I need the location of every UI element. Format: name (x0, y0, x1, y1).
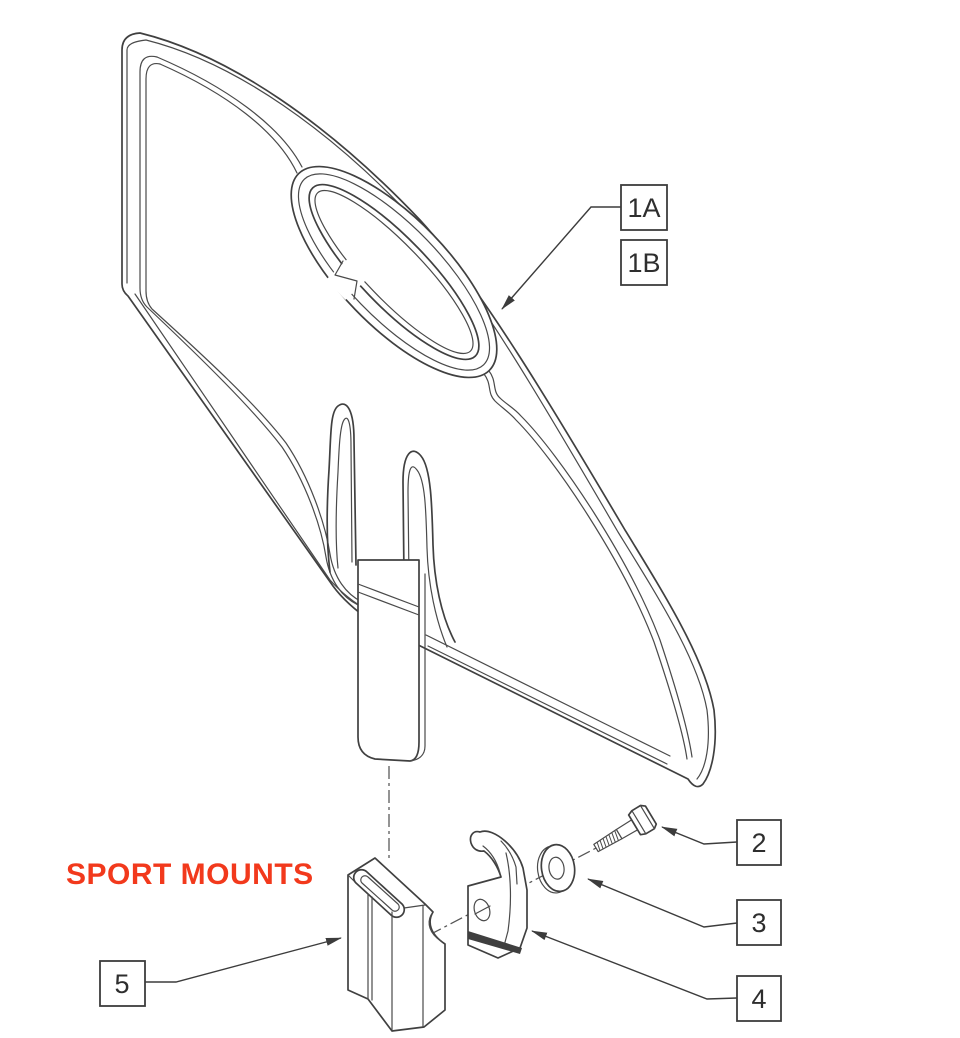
hook-slots (326, 403, 456, 648)
panel-bottom-band-1 (425, 634, 671, 757)
block-slot-inner (360, 875, 400, 912)
panel-lip-left-2 (145, 62, 363, 603)
clamp-hole-axis-tick (474, 905, 491, 915)
oval-insert-inner (314, 189, 474, 355)
callout-1a-leader (501, 206, 621, 310)
panel-lip-left-1 (139, 55, 359, 606)
mounting-stem (357, 559, 426, 762)
side-guard-panel-drawing (121, 32, 717, 788)
stem-joint-line-2 (357, 591, 420, 616)
oval-cutout (290, 165, 498, 379)
callout-4-label: 4 (751, 984, 766, 1014)
panel-lip-right-1 (488, 370, 693, 758)
hex-bolt (593, 804, 658, 853)
callouts: 1A 1B 2 3 4 5 (99, 184, 782, 1022)
block-slot-outer (352, 868, 406, 919)
panel-lip-top-1 (156, 56, 303, 168)
bolt-head (627, 804, 658, 836)
callout-1a-label: 1A (627, 193, 660, 223)
callout-2-box (736, 819, 782, 866)
block-top-front-edge-right (403, 904, 426, 909)
callout-5-label: 5 (114, 969, 129, 999)
section-heading: SPORT MOUNTS (66, 858, 314, 891)
callout-1a-box (620, 184, 668, 231)
saddle-clamp (467, 830, 528, 959)
panel-bottom-band-2 (427, 645, 668, 765)
left-hook-outer (326, 403, 357, 573)
clamp-crest-inner (500, 840, 518, 885)
callout-2-label: 2 (751, 828, 766, 858)
mount-block (347, 857, 446, 1032)
bolt-head-facet-1 (631, 810, 647, 835)
block-scoop-inner (428, 914, 442, 942)
washer-hole (548, 856, 565, 880)
clamp-beak-inner (482, 845, 501, 874)
callout-2-leader (661, 826, 738, 845)
callout-1b-label: 1B (627, 248, 660, 278)
right-hook-outer (402, 450, 456, 643)
callout-3-box (736, 899, 782, 946)
callout-1b-box (620, 239, 668, 286)
clamp-outline (467, 830, 528, 959)
callout-3-label: 3 (751, 908, 766, 938)
flat-washer (536, 843, 576, 894)
bolt-threads (596, 830, 619, 852)
clamp-front-right-edge (503, 852, 512, 947)
callout-4-leader (531, 930, 738, 1000)
callout-5-leader (145, 937, 342, 983)
stem-joint-line-1 (357, 583, 420, 608)
callout-4-box (736, 975, 782, 1022)
left-hook-inner (335, 417, 353, 569)
bolt-head-facet-2 (639, 804, 655, 830)
right-hook-inner (407, 466, 448, 648)
clamp-bottom-band (468, 931, 522, 954)
stem-thickness-line (409, 573, 426, 762)
panel-outline (121, 32, 717, 788)
oval-rim-inner (297, 173, 491, 371)
callout-3-leader (587, 878, 738, 928)
panel-lip-right-2 (483, 373, 688, 760)
oval-insert-outer (308, 183, 480, 361)
oval-insert-tab (326, 256, 370, 300)
stem-body (357, 559, 420, 762)
panel-lip-top-2 (159, 63, 298, 174)
callout-5-box (99, 960, 146, 1007)
panel-edge-inner-line (126, 39, 709, 780)
